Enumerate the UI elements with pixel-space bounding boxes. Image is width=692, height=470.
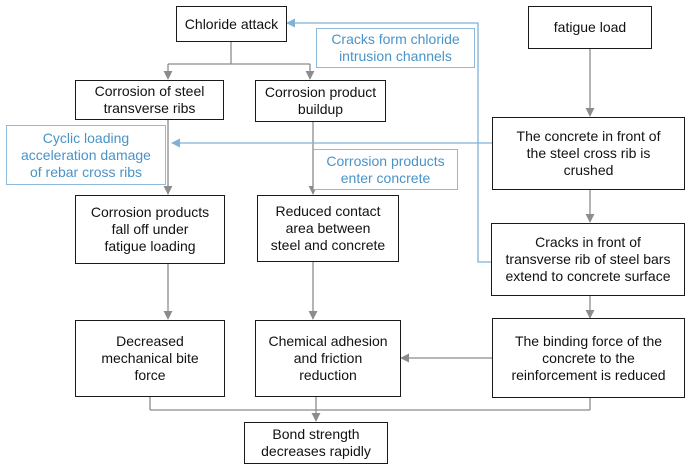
decreased-bite-force-box: Decreased mechanical bite force [75, 320, 225, 397]
corrosion-product-buildup-box: Corrosion product buildup [255, 80, 386, 122]
cyclic-loading-note: Cyclic loading acceleration damage of re… [6, 125, 166, 185]
corrosion-products-enter-note: Corrosion products enter concrete [313, 149, 458, 190]
reduced-contact-area-box: Reduced contact area between steel and c… [257, 195, 399, 262]
corrosion-steel-ribs-box: Corrosion of steel transverse ribs [75, 80, 224, 120]
products-fall-off-box: Corrosion products fall off under fatigu… [75, 195, 225, 264]
fatigue-load-box: fatigue load [528, 6, 652, 49]
chemical-adhesion-box: Chemical adhesion and friction reduction [255, 320, 401, 397]
cracks-chloride-channels-note: Cracks form chloride intrusion channels [316, 28, 475, 68]
concrete-crushed-box: The concrete in front of the steel cross… [492, 117, 685, 190]
binding-force-box: The binding force of the concrete to the… [492, 318, 685, 398]
bond-strength-box: Bond strength decreases rapidly [244, 422, 388, 464]
chloride-attack-box: Chloride attack [176, 6, 287, 42]
cracks-extend-box: Cracks in front of transverse rib of ste… [491, 223, 685, 296]
